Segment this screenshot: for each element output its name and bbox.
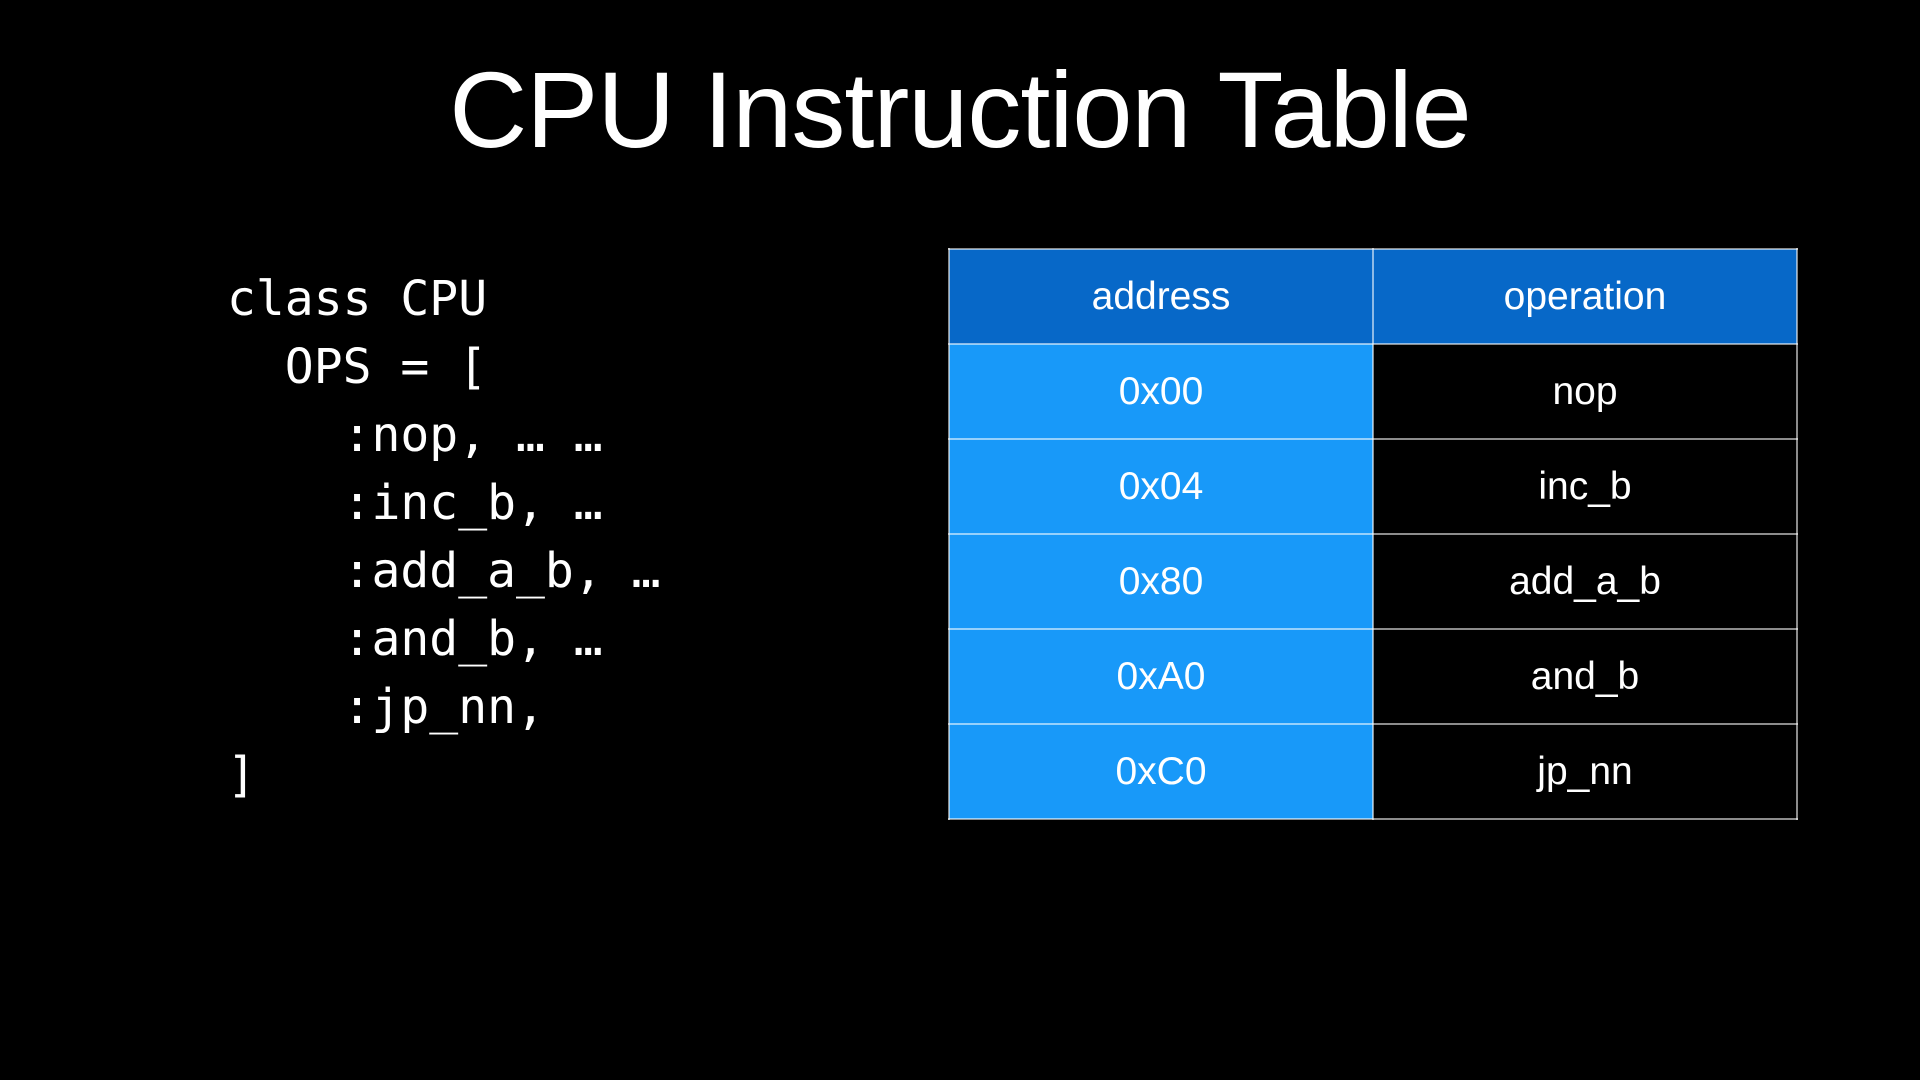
code-snippet: class CPU OPS = [ :nop, … … :inc_b, … :a…	[227, 265, 660, 809]
address-cell: 0x00	[948, 343, 1374, 440]
code-line: :inc_b, …	[227, 475, 603, 531]
table-row: 0xC0 jp_nn	[948, 723, 1798, 820]
code-line: ]	[227, 747, 256, 803]
code-line: :and_b, …	[227, 611, 603, 667]
table-row: 0x04 inc_b	[948, 438, 1798, 535]
address-cell: 0x04	[948, 438, 1374, 535]
code-line: :nop, … …	[227, 407, 603, 463]
table-header-row: address operation	[948, 248, 1798, 345]
column-header-address: address	[948, 248, 1374, 345]
address-cell: 0xA0	[948, 628, 1374, 725]
table-row: 0x80 add_a_b	[948, 533, 1798, 630]
address-cell: 0xC0	[948, 723, 1374, 820]
operation-cell: jp_nn	[1372, 723, 1798, 820]
code-line: OPS = [	[227, 339, 488, 395]
slide-title: CPU Instruction Table	[449, 49, 1472, 170]
code-line: :jp_nn,	[227, 679, 545, 735]
instruction-table: address operation 0x00 nop 0x04 inc_b 0x…	[948, 248, 1798, 820]
column-header-operation: operation	[1372, 248, 1798, 345]
operation-cell: nop	[1372, 343, 1798, 440]
operation-cell: and_b	[1372, 628, 1798, 725]
operation-cell: inc_b	[1372, 438, 1798, 535]
operation-cell: add_a_b	[1372, 533, 1798, 630]
table-row: 0x00 nop	[948, 343, 1798, 440]
address-cell: 0x80	[948, 533, 1374, 630]
code-line: class CPU	[227, 271, 488, 327]
table-row: 0xA0 and_b	[948, 628, 1798, 725]
code-line: :add_a_b, …	[227, 543, 661, 599]
